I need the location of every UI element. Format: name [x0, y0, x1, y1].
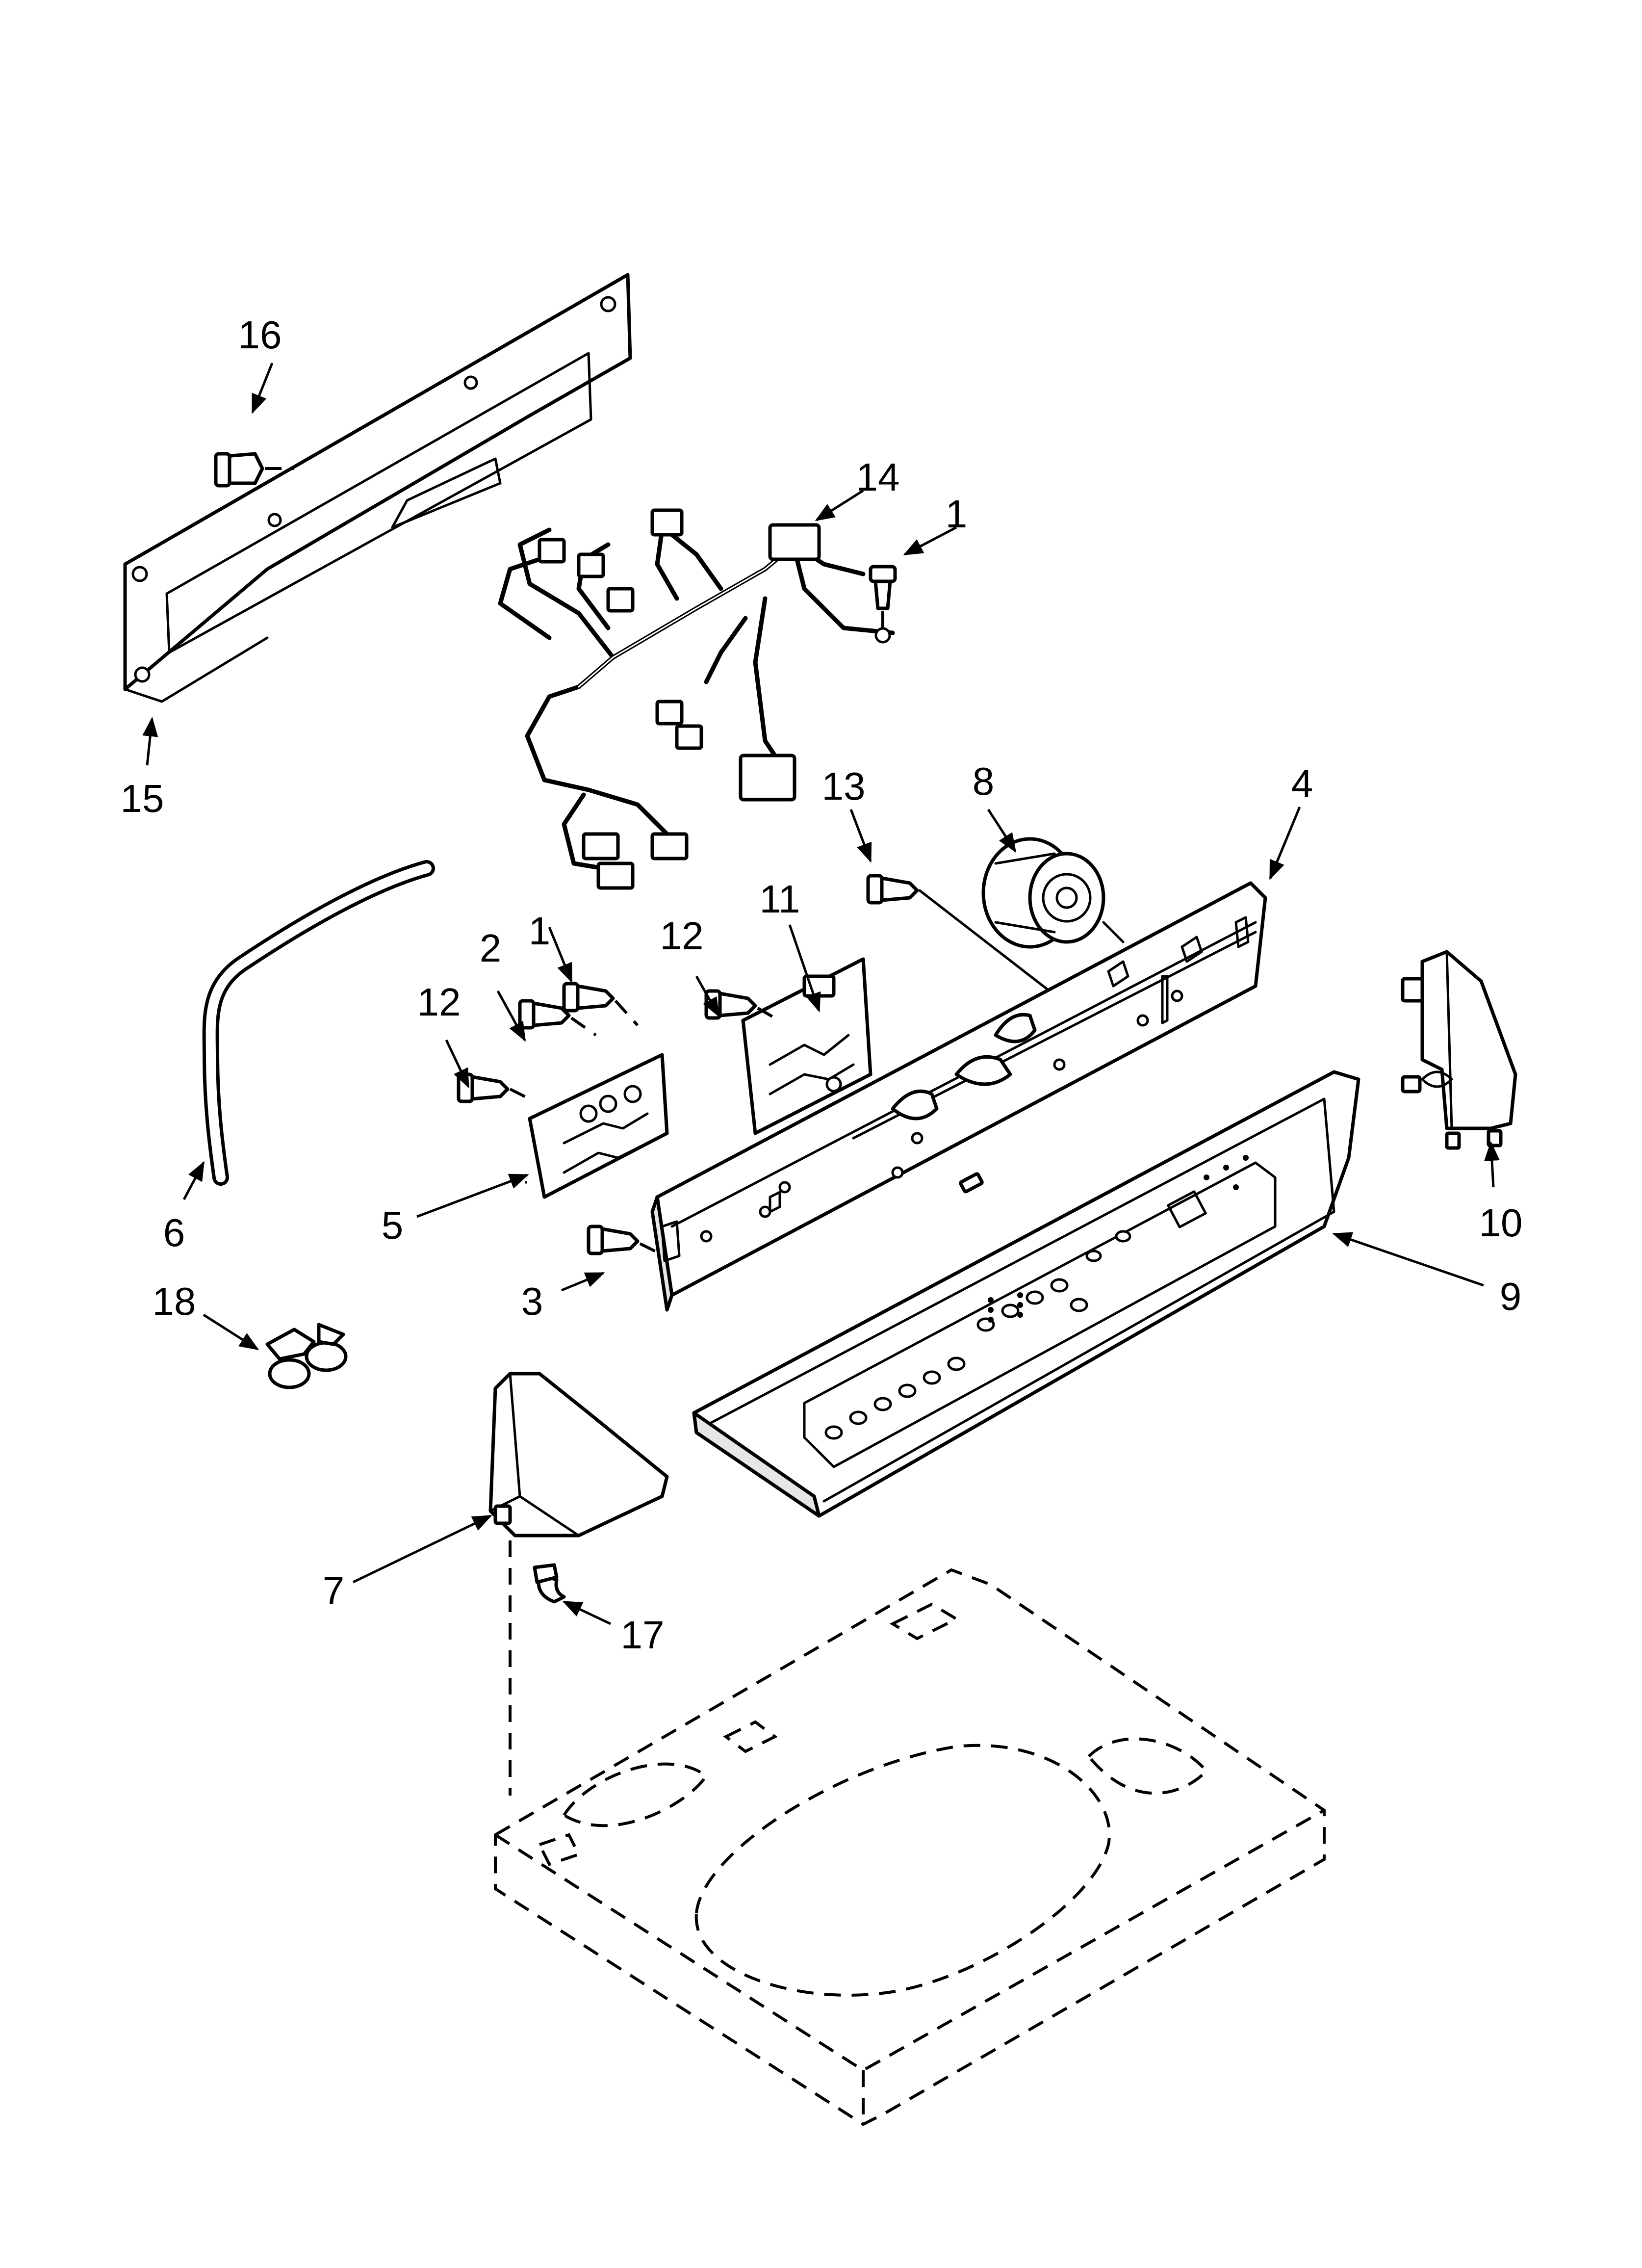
end-cap-right	[1401, 950, 1517, 1150]
ground-screw	[869, 565, 897, 628]
cabinet-top-dashed	[494, 1568, 1326, 2126]
leader-lines	[142, 363, 1500, 1625]
console-frame	[650, 881, 1267, 1312]
callout-labels: 16 14 1 15 13 8 4 11 12 2 1 12 5 6 3 10 …	[121, 313, 1523, 1657]
callout-9: 9	[1500, 1275, 1522, 1318]
callout-1-top: 1	[946, 492, 968, 536]
callout-2: 2	[480, 926, 502, 970]
callout-5: 5	[382, 1203, 404, 1247]
console-panel	[692, 1070, 1360, 1518]
clip-17	[533, 1563, 566, 1604]
callout-16: 16	[238, 313, 282, 357]
board-screws-left	[457, 982, 639, 1103]
callout-11: 11	[759, 877, 800, 921]
callout-17: 17	[621, 1613, 665, 1657]
callout-12-left: 12	[417, 980, 461, 1024]
callout-8: 8	[973, 759, 995, 803]
callout-6: 6	[163, 1211, 185, 1254]
control-board-right	[741, 957, 872, 1135]
end-cap-left	[488, 1372, 669, 1538]
callout-3: 3	[521, 1279, 543, 1323]
rear-panel-bracket	[123, 273, 632, 703]
wire-harness	[498, 508, 895, 890]
screw-3	[587, 1225, 661, 1255]
callout-1-left: 1	[529, 909, 551, 953]
callout-18: 18	[153, 1279, 196, 1323]
callout-13: 13	[822, 764, 866, 808]
screw-16	[214, 452, 294, 488]
callout-7: 7	[323, 1569, 345, 1613]
clip-18	[265, 1323, 348, 1389]
callout-4: 4	[1291, 762, 1313, 806]
lid-switch-motor	[981, 837, 1125, 949]
hose	[202, 860, 435, 1186]
control-board-left	[528, 1053, 669, 1199]
screw-13	[866, 874, 1051, 992]
callout-10: 10	[1479, 1201, 1523, 1245]
callout-12-right: 12	[660, 914, 704, 958]
callout-15: 15	[121, 777, 164, 820]
callout-14: 14	[856, 455, 900, 499]
